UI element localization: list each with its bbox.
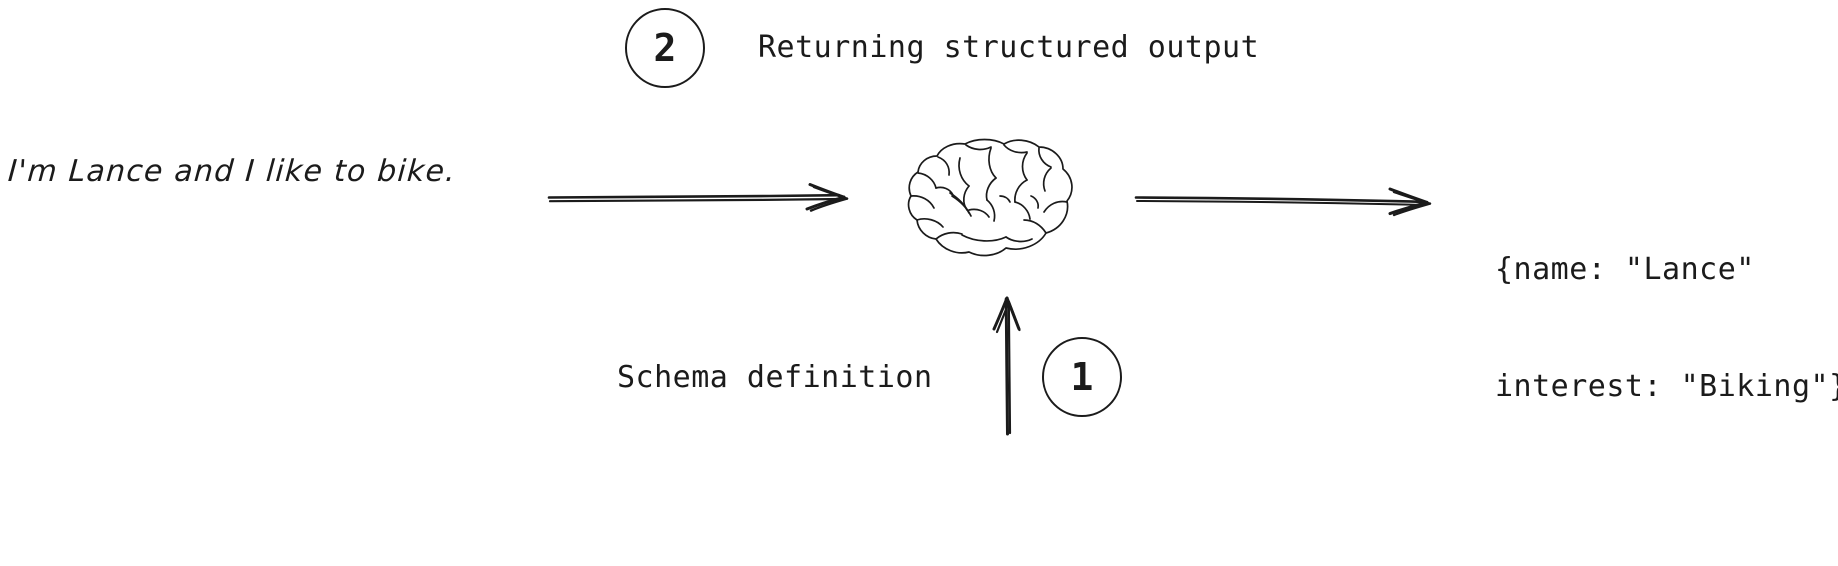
output-json-line-2: interest: "Biking"} — [1495, 369, 1838, 404]
output-json-block: {name: "Lance" interest: "Biking"} — [1495, 172, 1838, 484]
arrow-schema-to-model-icon — [985, 295, 1031, 436]
schema-json-block: {name: "Person's name" interest: "Person… — [700, 482, 1260, 566]
arrow-input-to-model-icon — [547, 178, 868, 222]
arrow-model-to-output-icon — [1134, 182, 1445, 222]
step-badge-2-number: 2 — [653, 26, 677, 70]
step-badge-2: 2 — [625, 8, 705, 88]
label-returning-structured-output: Returning structured output — [758, 30, 1260, 65]
output-json-line-1: {name: "Lance" — [1495, 252, 1755, 287]
step-badge-1-number: 1 — [1070, 355, 1094, 399]
schema-json-line-1: {name: "Person's name" — [700, 560, 1260, 566]
label-schema-definition: Schema definition — [617, 360, 933, 395]
brain-icon — [905, 136, 1080, 261]
input-sentence-text: I'm Lance and I like to bike. — [6, 154, 458, 189]
step-badge-1: 1 — [1042, 337, 1122, 417]
